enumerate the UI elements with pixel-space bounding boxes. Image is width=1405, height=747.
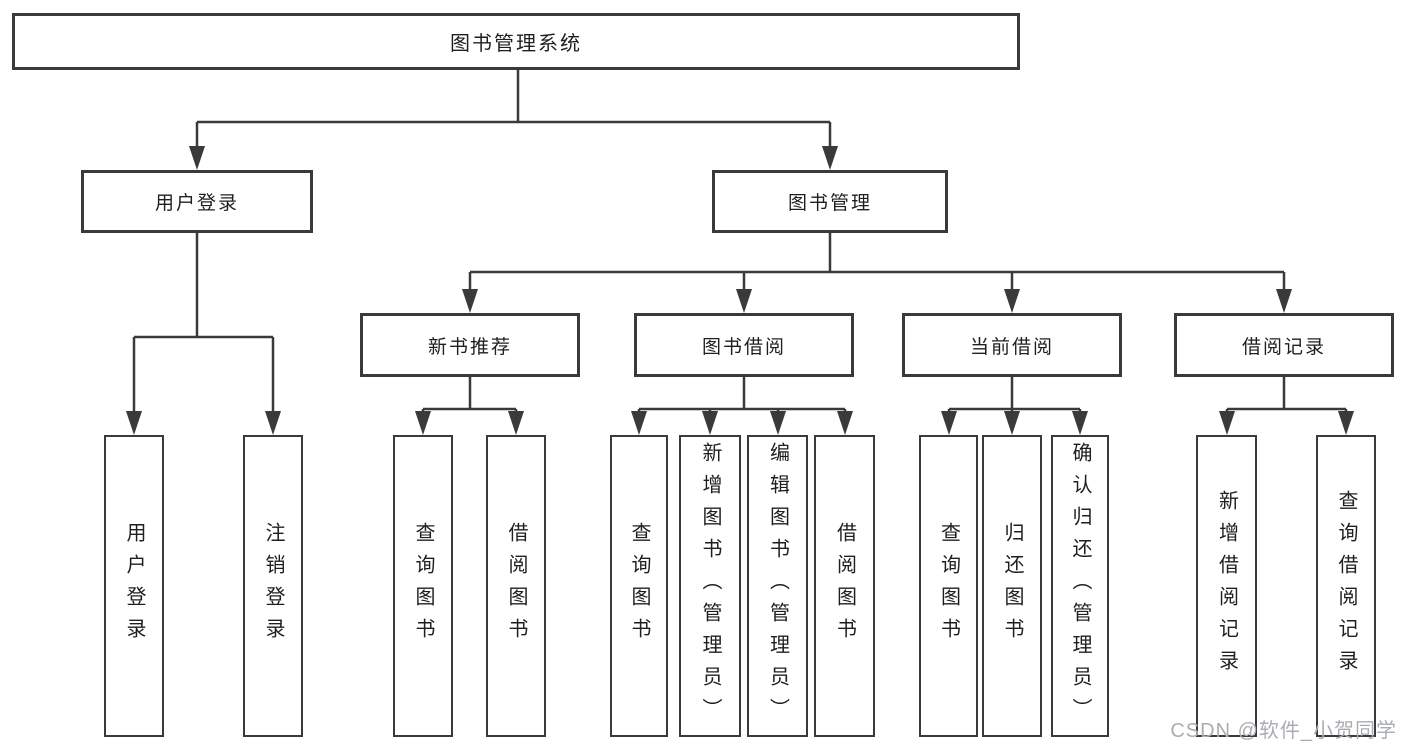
leaf-borrow-books-borrowing: 借阅图书 [814, 435, 875, 737]
leaf-borrow-books-recommend: 借阅图书 [486, 435, 546, 737]
leaf-add-book-admin: 新增图书（管理员） [679, 435, 741, 737]
leaf-add-borrow-record: 新增借阅记录 [1196, 435, 1257, 737]
node-library-management-system: 图书管理系统 [12, 13, 1020, 70]
node-book-management: 图书管理 [712, 170, 948, 233]
leaf-logout: 注销登录 [243, 435, 303, 737]
leaf-return-books: 归还图书 [982, 435, 1042, 737]
leaf-confirm-return-admin: 确认归还（管理员） [1051, 435, 1109, 737]
node-user-login: 用户登录 [81, 170, 313, 233]
node-current-borrowing: 当前借阅 [902, 313, 1122, 377]
leaf-query-books-borrowing: 查询图书 [610, 435, 668, 737]
leaf-query-books-current: 查询图书 [919, 435, 978, 737]
leaf-edit-book-admin: 编辑图书（管理员） [747, 435, 808, 737]
leaf-user-login: 用户登录 [104, 435, 164, 737]
leaf-query-books-recommend: 查询图书 [393, 435, 453, 737]
leaf-query-borrow-record: 查询借阅记录 [1316, 435, 1376, 737]
csdn-watermark: CSDN @软件_小贺同学 [1170, 720, 1397, 742]
node-borrowing-records: 借阅记录 [1174, 313, 1394, 377]
node-book-borrowing: 图书借阅 [634, 313, 854, 377]
node-new-book-recommendation: 新书推荐 [360, 313, 580, 377]
